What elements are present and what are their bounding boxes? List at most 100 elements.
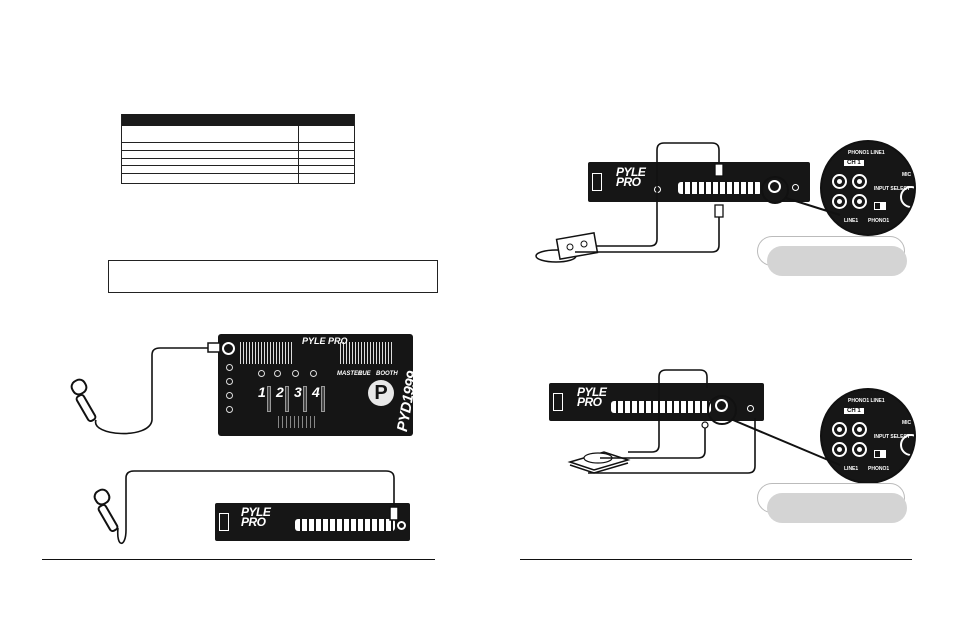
- vu-meter-right: [340, 342, 392, 364]
- cassette-deck-icon: [535, 231, 599, 263]
- input-select-switch-icon: [874, 450, 886, 458]
- mixer-brand: PYLE PRO: [302, 336, 348, 346]
- pyle-logo-icon: P: [368, 380, 394, 406]
- mixer-front-panel: PYLE PRO 1 2 3 4 MASTER CUE BOOTH P PYD1…: [218, 334, 421, 436]
- power-switch-icon: [219, 513, 229, 531]
- zoom-header: PHONO1 LINE1: [848, 150, 885, 156]
- mic-plug-icon: [207, 342, 221, 353]
- spec-table-row: [122, 173, 354, 174]
- callout-bubble: [767, 493, 907, 523]
- knob: [310, 370, 317, 377]
- power-switch-icon: [592, 173, 602, 191]
- zoom-label-mic: MIC: [902, 172, 912, 178]
- channel-fader: [321, 386, 325, 412]
- knob: [226, 364, 233, 371]
- mic-jack-icon: [900, 186, 914, 208]
- input-select-label: INPUT SELECT: [874, 434, 911, 440]
- label-cue: CUE: [358, 371, 371, 377]
- knob: [274, 370, 281, 377]
- zoom-header: PHONO1 LINE1: [848, 398, 885, 404]
- rca-jack-row: [678, 182, 762, 194]
- rca-plug-icon: [701, 421, 709, 429]
- ground-cable: [588, 418, 756, 474]
- channel-number: 1: [258, 384, 266, 400]
- zoom-label-phono: PHONO1: [868, 218, 890, 224]
- power-switch-icon: [553, 393, 563, 411]
- spec-table-divider: [298, 126, 299, 183]
- output-jack: [397, 521, 406, 530]
- rca-cable: [575, 214, 720, 253]
- zoom-label-mic: MIC: [902, 420, 912, 426]
- mic-input-jack: [222, 342, 235, 355]
- input-select-switch-icon: [874, 202, 886, 210]
- channel-number: 2: [276, 384, 284, 400]
- channel-number: 3: [294, 384, 302, 400]
- knob: [292, 370, 299, 377]
- zoom-channel: CH 1: [844, 160, 864, 166]
- spec-table-row: [122, 165, 354, 166]
- phono-input-jack: [768, 180, 781, 193]
- zoom-label-line: LINE1: [844, 218, 859, 224]
- jack: [792, 184, 799, 191]
- channel-fader: [285, 386, 289, 412]
- channel-fader: [303, 386, 307, 412]
- input-select-label: INPUT SELECT: [874, 186, 911, 192]
- rca-jack-icon: [852, 174, 867, 189]
- label-booth: BOOTH: [376, 371, 398, 377]
- rca-plug-icon: [714, 163, 724, 177]
- rca-jack-row: [611, 401, 711, 413]
- spec-table-header: [122, 114, 354, 126]
- callout-line: [732, 419, 841, 466]
- callout-bubble: [767, 246, 907, 276]
- rca-jack-icon: [852, 442, 867, 457]
- spec-table-row: [122, 158, 354, 159]
- microphone-icon: [93, 488, 119, 533]
- spec-table-row: [122, 142, 354, 143]
- mic-jack-icon: [900, 434, 914, 456]
- vu-meter-left: [240, 342, 292, 364]
- turntable-icon: [567, 451, 631, 474]
- rca-cable: [628, 369, 708, 453]
- mic-plug-icon: [389, 506, 399, 521]
- channel-number: 4: [312, 384, 320, 400]
- phono-input-jack: [715, 399, 728, 412]
- knob: [226, 406, 233, 413]
- zoom-channel: CH 1: [844, 408, 864, 414]
- rca-jack-icon: [852, 194, 867, 209]
- note-box: [108, 260, 438, 293]
- jack: [747, 405, 754, 412]
- zoom-label-phono: PHONO1: [868, 466, 890, 472]
- crossfader: [278, 416, 318, 428]
- microphone-icon: [70, 378, 97, 423]
- knob: [226, 378, 233, 385]
- spec-table: [121, 114, 355, 184]
- zoom-label-line: LINE1: [844, 466, 859, 472]
- callout-line: [785, 197, 841, 216]
- footer-rule-left: [42, 559, 435, 560]
- rca-jack-icon: [832, 422, 847, 437]
- spec-table-row: [122, 150, 354, 151]
- mic-cable: [95, 347, 212, 435]
- highlight-circle: [707, 395, 737, 425]
- knob: [226, 392, 233, 399]
- highlight-circle: [761, 176, 789, 204]
- rca-cable: [600, 428, 706, 459]
- rca-jack-icon: [852, 422, 867, 437]
- rca-plug-icon: [714, 204, 724, 218]
- mic-cable: [116, 470, 395, 545]
- zoom-detail-a: PHONO1 LINE1 CH 1 INPUT SELECT LINE1 PHO…: [820, 140, 916, 236]
- rca-jack-row: [295, 519, 395, 531]
- rca-cable: [596, 142, 720, 247]
- knob: [258, 370, 265, 377]
- footer-rule-right: [520, 559, 912, 560]
- channel-fader: [267, 386, 271, 412]
- rca-jack-icon: [832, 194, 847, 209]
- rca-jack-icon: [832, 442, 847, 457]
